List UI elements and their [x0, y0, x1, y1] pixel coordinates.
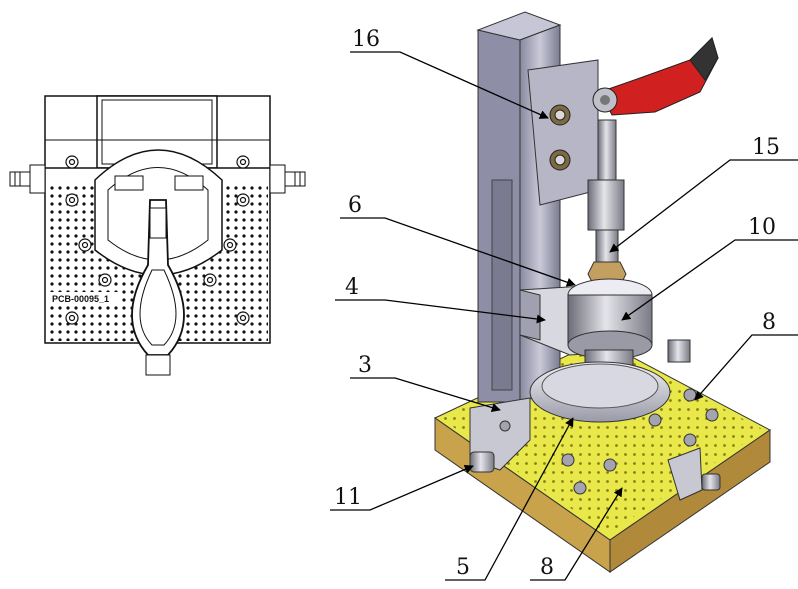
top-view-plate-label: PCB-00095_1 — [52, 294, 109, 304]
callout-8-bottom: 8 — [540, 555, 554, 580]
callout-8-top: 8 — [762, 310, 776, 335]
callout-labels: 16 15 6 10 4 8 3 11 5 8 — [334, 27, 780, 580]
callout-leaders — [330, 51, 798, 581]
callout-10: 10 — [748, 215, 776, 240]
callout-16: 16 — [352, 27, 380, 52]
callout-4: 4 — [345, 275, 359, 300]
isometric-view-drawing — [434, 11, 771, 573]
callout-11: 11 — [334, 485, 362, 510]
callout-15: 15 — [752, 135, 780, 160]
callout-5: 5 — [456, 555, 470, 580]
top-view-drawing: PCB-00095_1 — [9, 95, 306, 376]
callout-3: 3 — [358, 353, 372, 378]
callout-6: 6 — [348, 193, 362, 218]
